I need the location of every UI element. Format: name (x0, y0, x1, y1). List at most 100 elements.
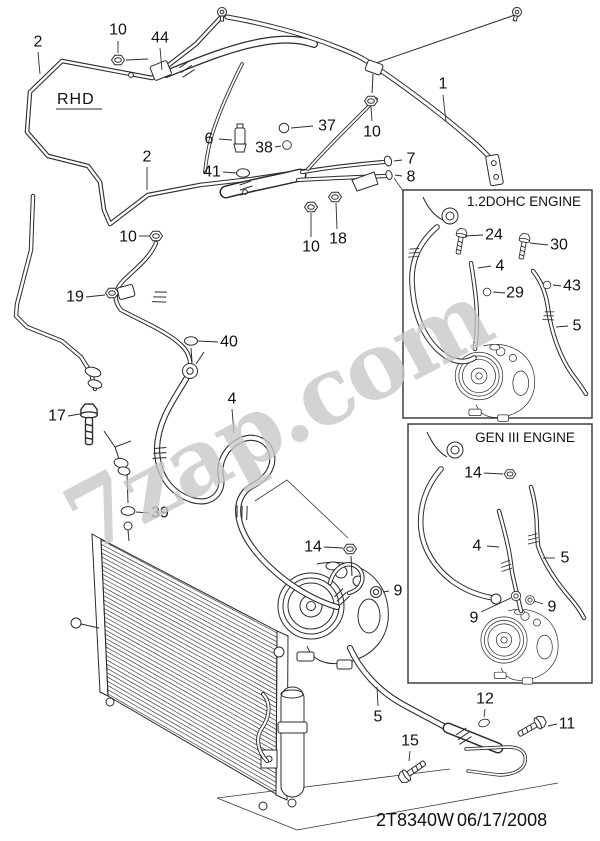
callout-leader-5 (555, 325, 569, 328)
condenser-fin (106, 672, 277, 770)
seal-12 (477, 717, 491, 729)
callout-leader-9 (533, 600, 544, 605)
nut-18 (328, 191, 342, 203)
callout-leader-40 (197, 340, 219, 343)
nut-10 (364, 95, 378, 107)
condenser-fin (105, 642, 277, 739)
callout-leader-9 (480, 597, 512, 613)
hose-5-fitting (444, 724, 502, 752)
callout-2[interactable]: 2 (34, 34, 43, 51)
callout-38[interactable]: 38 (255, 140, 273, 157)
callout-leader-43 (552, 284, 562, 287)
condenser-fin (103, 595, 277, 691)
seal-41 (236, 168, 250, 178)
condenser-fin (105, 638, 277, 735)
callout-leader-30 (529, 242, 549, 246)
callout-4[interactable]: 4 (228, 391, 237, 408)
fitting-44-block (149, 60, 172, 81)
callout-4[interactable]: 4 (473, 538, 482, 555)
callout-24[interactable]: 24 (485, 227, 503, 244)
suction-muffler (221, 170, 305, 197)
nut-14 (503, 469, 517, 479)
callout-6[interactable]: 6 (205, 131, 214, 148)
condenser-fin (102, 582, 277, 678)
condenser-fin (102, 578, 277, 673)
condenser-fin (105, 646, 277, 744)
suction-tube-b (296, 174, 388, 182)
condenser-fin (105, 650, 277, 748)
condenser-fin (106, 659, 277, 757)
callout-12[interactable]: 12 (476, 691, 494, 708)
seal-8 (385, 170, 393, 180)
callout-leader-6 (218, 138, 233, 141)
condenser-fin (107, 693, 277, 792)
cap-37 (278, 122, 290, 134)
rhd-label: RHD (57, 91, 95, 108)
condenser (70, 521, 289, 811)
callout-9[interactable]: 9 (548, 599, 557, 616)
callout-5[interactable]: 5 (573, 318, 582, 335)
callout-14[interactable]: 14 (304, 539, 322, 556)
condenser-mount-pin (70, 617, 82, 629)
callout-leader-8 (394, 174, 403, 177)
condenser-fin (104, 612, 277, 708)
pipe-bracket (351, 171, 379, 192)
condenser-fin (103, 603, 277, 700)
condenser-fin (101, 548, 278, 643)
inset2-hose-4 (418, 467, 495, 600)
callout-10[interactable]: 10 (119, 229, 137, 246)
callout-39[interactable]: 39 (151, 505, 169, 522)
callout-43[interactable]: 43 (563, 278, 581, 295)
callout-leader-14 (323, 546, 344, 549)
callout-19[interactable]: 19 (66, 289, 84, 306)
callout-11[interactable]: 11 (559, 716, 576, 733)
callout-5[interactable]: 5 (561, 550, 570, 567)
callout-8[interactable]: 8 (407, 169, 416, 186)
branch-tube (203, 62, 244, 174)
callout-10[interactable]: 10 (109, 22, 127, 39)
callout-14[interactable]: 14 (464, 465, 482, 482)
callout-29[interactable]: 29 (506, 285, 524, 302)
callout-15[interactable]: 15 (401, 733, 419, 750)
pipe-1-flange (485, 154, 504, 187)
callout-5[interactable]: 5 (374, 709, 383, 726)
compressor-elbow-hose (328, 563, 364, 595)
callout-10[interactable]: 10 (363, 124, 381, 141)
bolt-11 (515, 713, 549, 741)
callout-leader-39 (135, 511, 150, 514)
inset-1-title: 1.2DOHC ENGINE (467, 194, 581, 209)
condenser-fin (102, 565, 277, 660)
inset1-pipe-5 (531, 269, 588, 396)
condenser-outlet-tube (257, 692, 270, 763)
condenser-fin (107, 689, 277, 787)
callout-40[interactable]: 40 (220, 334, 238, 351)
pipework (13, 11, 528, 777)
ring-9 (510, 590, 522, 602)
receiver-drier (277, 686, 308, 808)
cap-38 (282, 140, 292, 150)
callout-4[interactable]: 4 (496, 258, 505, 275)
callout-2[interactable]: 2 (143, 149, 152, 166)
callout-18[interactable]: 18 (329, 231, 347, 248)
condenser-fin (104, 620, 277, 717)
condenser-fin (101, 561, 278, 656)
nut-14 (343, 543, 357, 555)
callout-leader-18 (335, 202, 338, 230)
callout-9[interactable]: 9 (394, 583, 403, 600)
callout-1[interactable]: 1 (439, 76, 448, 93)
callout-30[interactable]: 30 (550, 237, 568, 254)
callout-leader-11 (547, 723, 558, 727)
callout-7[interactable]: 7 (407, 151, 416, 168)
callout-leader-37 (290, 125, 314, 129)
condenser-fin (102, 586, 277, 682)
condenser-mount-pin (123, 521, 133, 531)
callout-9[interactable]: 9 (470, 610, 479, 627)
callout-44[interactable]: 44 (151, 30, 169, 47)
callout-37[interactable]: 37 (318, 118, 336, 135)
callout-41[interactable]: 41 (203, 164, 221, 181)
callout-leader-44 (159, 47, 163, 71)
callout-10[interactable]: 10 (302, 239, 320, 256)
callout-17[interactable]: 17 (48, 408, 66, 425)
condenser-fin (106, 668, 277, 765)
